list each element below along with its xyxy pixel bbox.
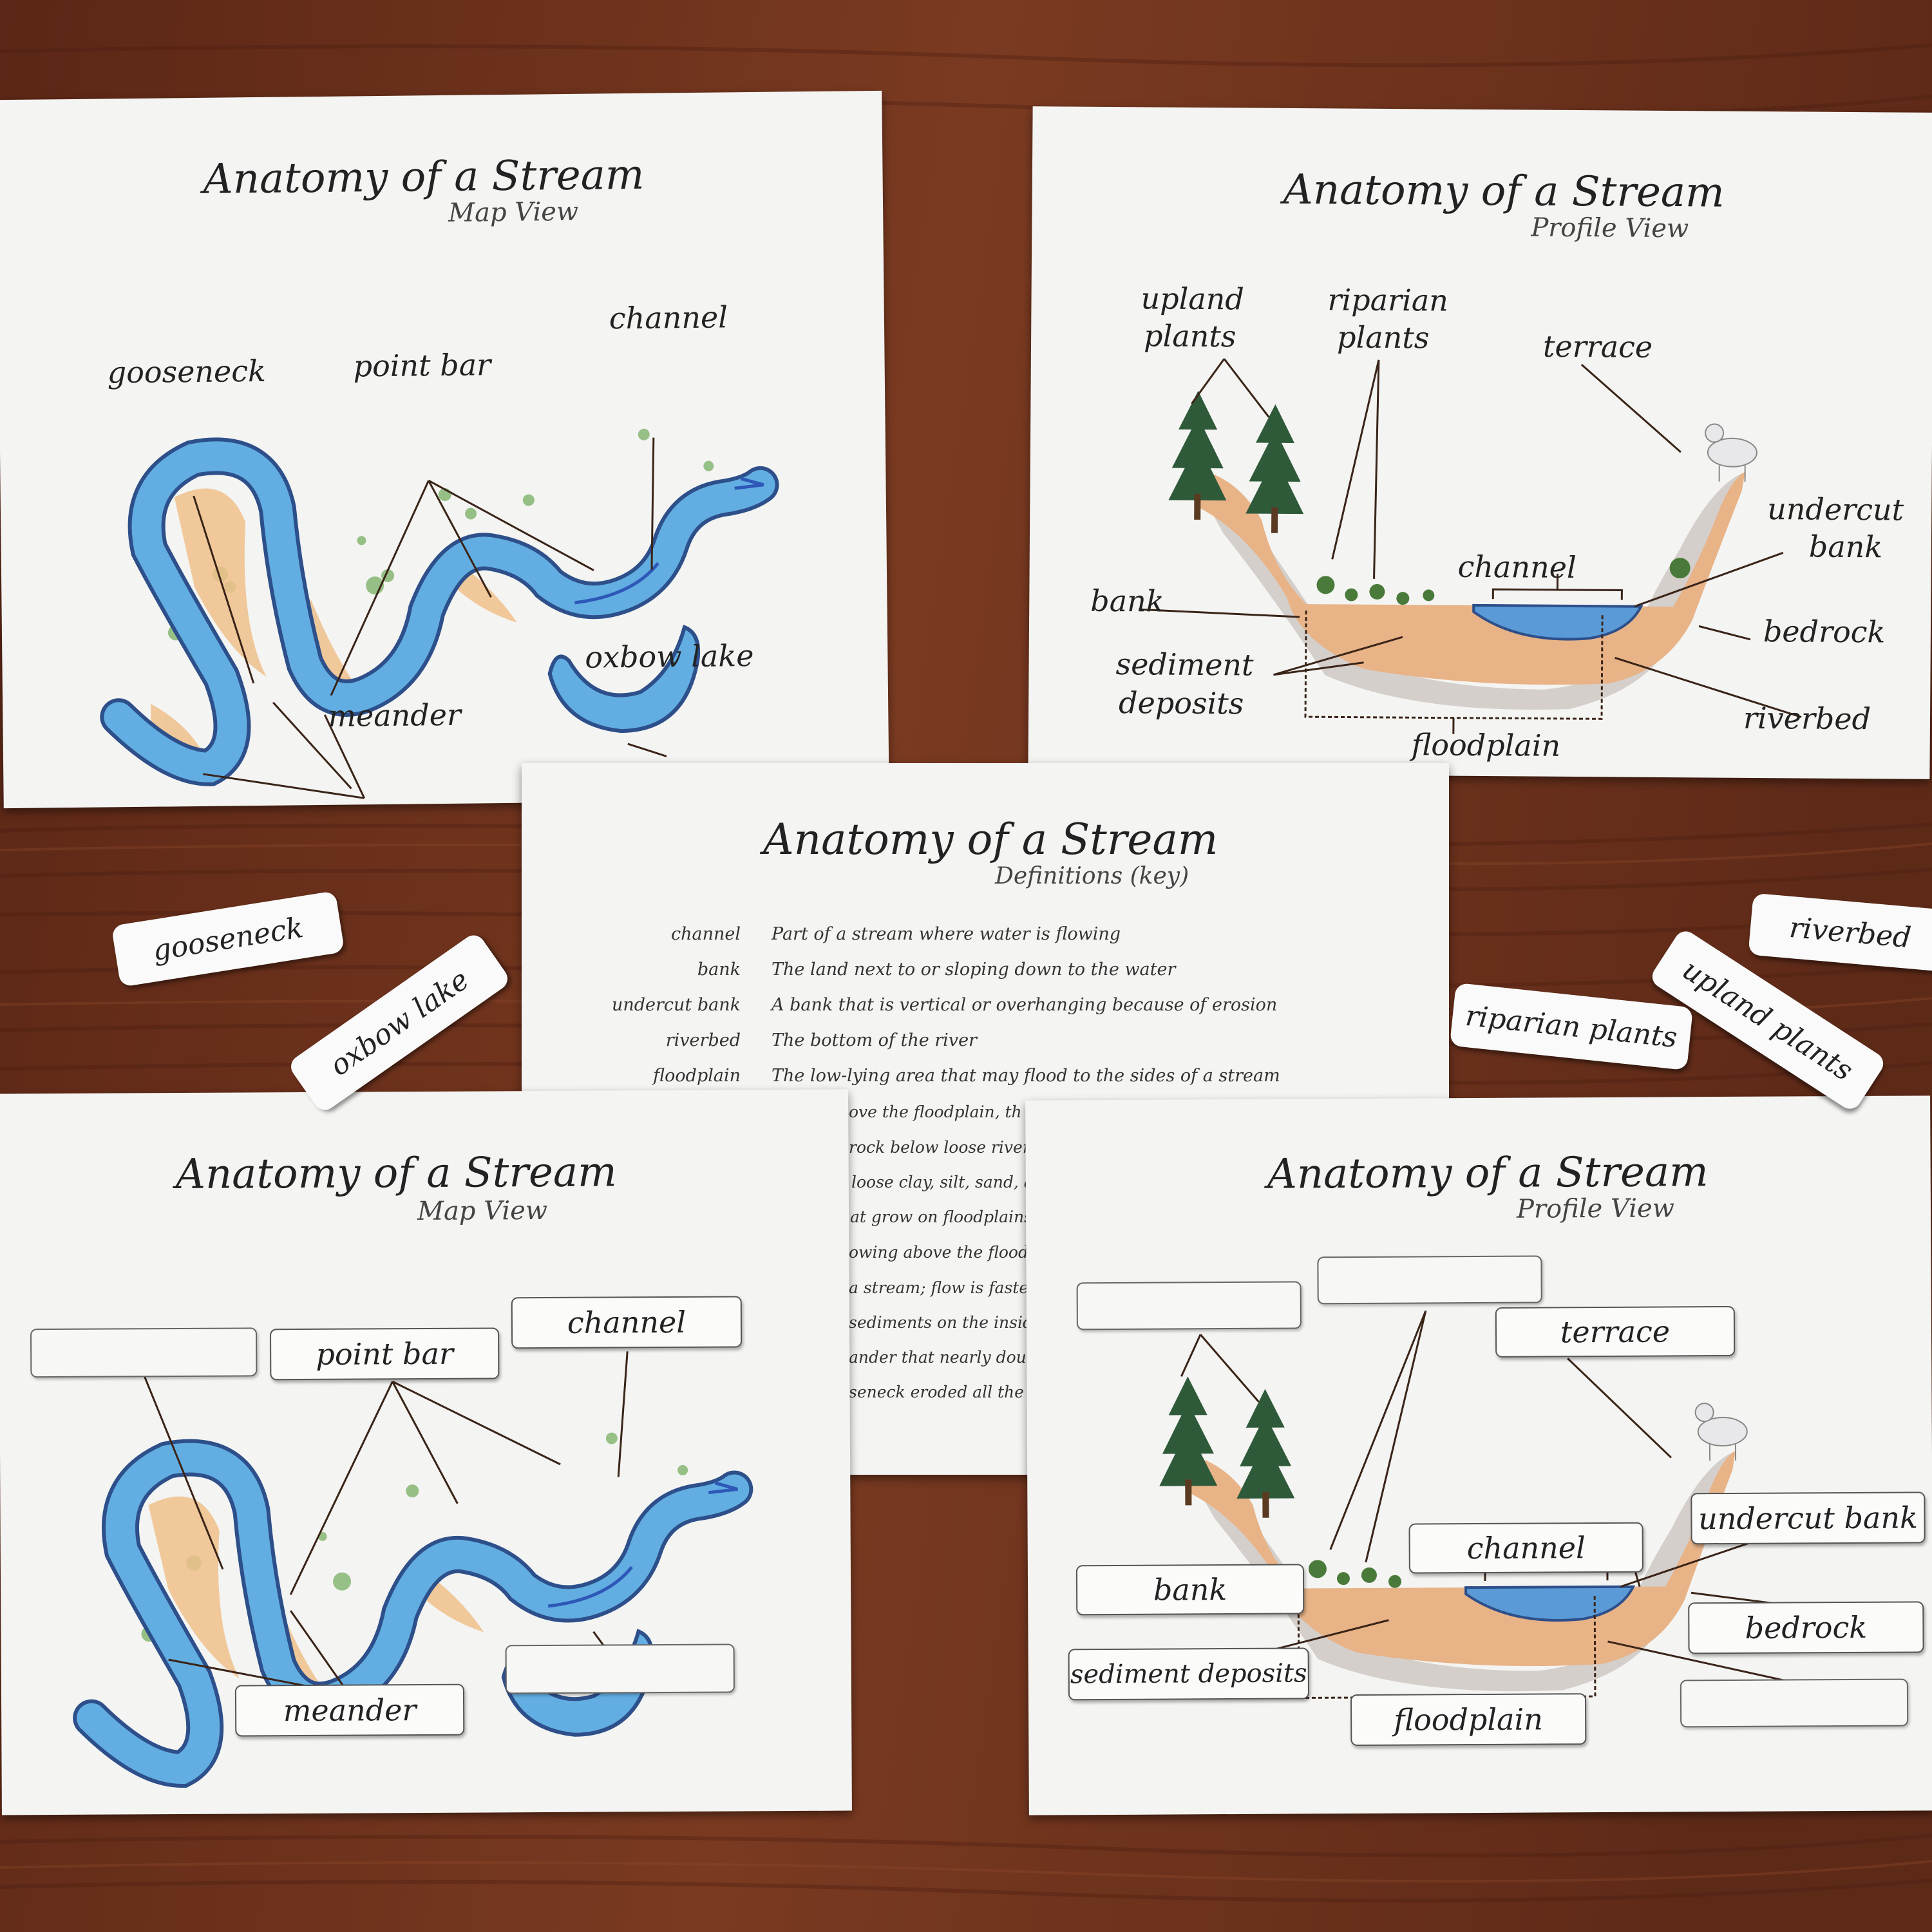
definition-partial-line: ove the floodplain, th — [849, 1103, 1022, 1121]
card-subtitle: Profile View — [1531, 213, 1689, 244]
label-bedrock: bedrock — [1763, 614, 1886, 650]
definition-partial-line: ander that nearly dou — [849, 1348, 1027, 1367]
card-title: Anatomy of a Stream — [763, 815, 1218, 864]
profile-view-quiz-illustration — [1159, 1310, 1808, 1699]
label-upland-plants-line1: upland — [1141, 281, 1245, 317]
definition-text: The low-lying area that may flood to the… — [772, 1066, 1280, 1086]
answer-piece-meander[interactable]: meander — [234, 1683, 465, 1737]
definition-text: The land next to or sloping down to the … — [772, 960, 1176, 980]
answer-piece-undercut-bank[interactable]: undercut bank — [1690, 1492, 1926, 1545]
definition-partial-line: a stream; flow is fastes — [849, 1278, 1037, 1297]
definition-term: floodplain — [653, 1066, 741, 1086]
card-title: Anatomy of a Stream — [1267, 1148, 1709, 1198]
label-gooseneck: gooseneck — [107, 353, 267, 390]
label-point-bar: point bar — [353, 347, 491, 384]
card-map-view-labeled: Anatomy of a Stream Map View gooseneck p… — [0, 90, 889, 809]
card-subtitle: Map View — [448, 196, 579, 228]
card-subtitle: Definitions (key) — [995, 863, 1189, 889]
map-view-illustration — [100, 428, 779, 799]
definition-text: Part of a stream where water is flowing — [772, 924, 1121, 944]
label-meander: meander — [328, 697, 462, 734]
card-subtitle: Map View — [417, 1196, 548, 1227]
card-profile-view-quiz: Anatomy of a Stream Profile View terrace… — [1025, 1095, 1932, 1815]
answer-piece-point-bar[interactable]: point bar — [269, 1327, 500, 1381]
definition-partial-line: rock below loose river — [849, 1138, 1030, 1157]
label-riparian-plants-line1: riparian — [1327, 282, 1449, 318]
answer-piece-bank[interactable]: bank — [1075, 1564, 1305, 1616]
definition-term: riverbed — [665, 1030, 741, 1050]
definition-text: A bank that is vertical or overhanging b… — [772, 995, 1278, 1015]
answer-piece-terrace[interactable]: terrace — [1495, 1305, 1736, 1358]
label-channel: channel — [609, 299, 728, 336]
definition-term: undercut bank — [611, 995, 741, 1015]
label-sediment-deposits-line1: sediment — [1115, 647, 1254, 683]
profile-view-illustration — [1139, 358, 1802, 734]
definition-partial-line: sediments on the inside — [849, 1313, 1043, 1332]
label-undercut-bank-line2: bank — [1808, 529, 1883, 565]
card-subtitle: Profile View — [1516, 1193, 1674, 1224]
empty-answer-slot-riparian-plants[interactable] — [1317, 1255, 1542, 1305]
definition-text: The bottom of the river — [772, 1030, 977, 1050]
empty-answer-slot-upland-plants[interactable] — [1076, 1281, 1302, 1331]
definition-partial-line: loose clay, silt, sand, a — [851, 1173, 1034, 1191]
answer-piece-bedrock[interactable]: bedrock — [1688, 1601, 1924, 1654]
definition-partial-line: owing above the flood — [849, 1243, 1028, 1262]
label-terrace: terrace — [1542, 328, 1653, 365]
label-upland-plants-line2: plants — [1143, 318, 1236, 354]
card-profile-view-labeled: Anatomy of a Stream Profile View upland … — [1028, 106, 1932, 779]
empty-answer-slot-riverbed[interactable] — [1680, 1678, 1909, 1728]
card-map-view-quiz: Anatomy of a Stream Map View point bar c… — [0, 1089, 852, 1815]
answer-piece-channel[interactable]: channel — [511, 1296, 743, 1349]
label-channel: channel — [1457, 549, 1577, 585]
label-floodplain: floodplain — [1411, 727, 1561, 763]
card-title: Anatomy of a Stream — [1283, 166, 1725, 217]
label-sediment-deposits-line2: deposits — [1118, 685, 1244, 721]
card-title: Anatomy of a Stream — [203, 151, 645, 204]
label-riverbed: riverbed — [1743, 700, 1871, 737]
definition-partial-line: at grow on floodplains — [850, 1208, 1032, 1226]
definition-term: channel — [671, 924, 741, 944]
empty-answer-slot-gooseneck[interactable] — [30, 1327, 258, 1378]
label-oxbow-lake: oxbow lake — [585, 638, 754, 675]
card-title: Anatomy of a Stream — [175, 1148, 617, 1199]
empty-answer-slot-oxbow-lake[interactable] — [505, 1643, 735, 1694]
answer-piece-floodplain[interactable]: floodplain — [1350, 1693, 1587, 1747]
answer-piece-channel[interactable]: channel — [1408, 1522, 1643, 1574]
label-bank: bank — [1090, 583, 1164, 619]
definition-partial-line: seneck eroded all the way — [849, 1383, 1062, 1401]
label-undercut-bank-line1: undercut — [1767, 491, 1904, 527]
label-riparian-plants-line2: plants — [1336, 319, 1430, 355]
answer-piece-sediment-deposits[interactable]: sediment deposits — [1068, 1647, 1309, 1701]
definition-term: bank — [697, 960, 741, 980]
